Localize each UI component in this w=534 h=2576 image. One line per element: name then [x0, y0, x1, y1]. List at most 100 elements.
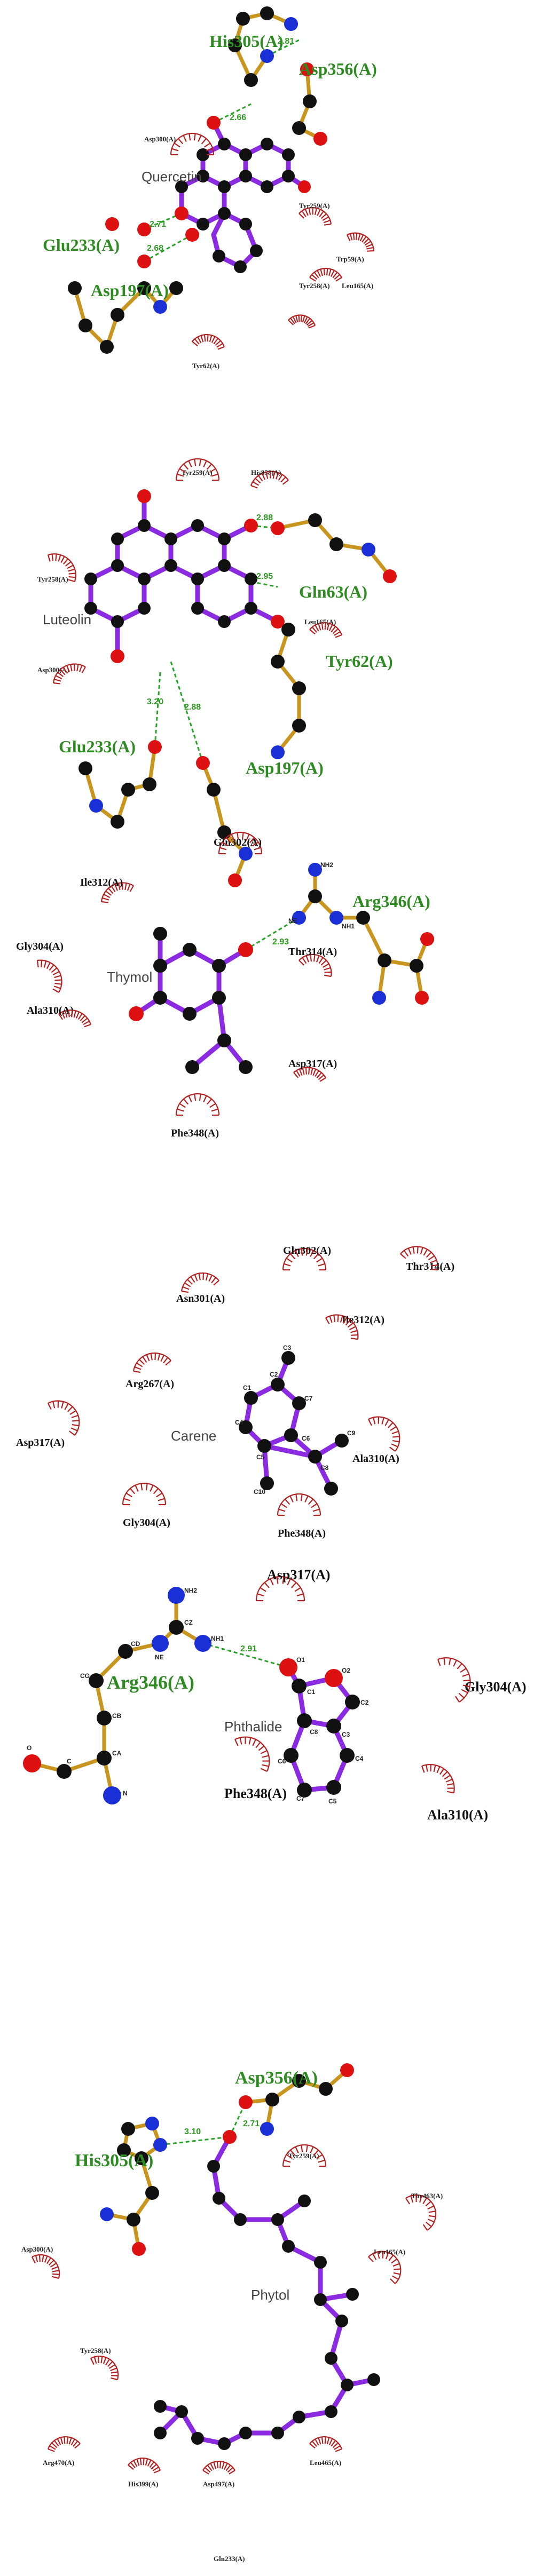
hydrophobic-spoke [52, 988, 59, 993]
residue-label: Tyr258(A) [80, 2347, 111, 2355]
residue-label: Arg346(A) [352, 892, 430, 911]
ligand-name: Quercetin [142, 169, 202, 185]
hydrophobic-spoke [461, 1689, 468, 1694]
hydrophobic-spoke [204, 142, 211, 148]
residue-label: Ala310(A) [352, 1453, 399, 1465]
atom [132, 2242, 146, 2256]
hydrophobic-arc [255, 1576, 305, 1601]
hydrophobic-spoke [334, 2445, 341, 2450]
atom [314, 2293, 327, 2306]
hydrophobic-arc [170, 132, 215, 155]
hydrophobic-spoke [419, 2195, 422, 2203]
atom [324, 1482, 338, 1496]
atom-label: C7 [304, 1395, 313, 1402]
hydrophobic-spoke [68, 573, 76, 575]
hydrophobic-spoke [202, 2470, 209, 2475]
hydrophobic-spoke [295, 2146, 299, 2153]
hydrophobic-spoke [288, 320, 294, 325]
atom [420, 932, 434, 946]
atom [137, 255, 151, 268]
hydrophobic-spoke [368, 2256, 374, 2263]
hydrophobic-spoke [320, 269, 323, 276]
ring [88, 562, 147, 625]
hydrophobic-spoke [123, 1498, 131, 1501]
atom [326, 1780, 341, 1795]
hydrophobic-spoke [248, 1737, 252, 1745]
hydrophobic-spoke [260, 1587, 266, 1592]
hydrophobic-spoke [57, 2438, 61, 2445]
hydrophobic-arc [309, 2436, 343, 2450]
panel-luteolin: Gln63(A) Tyr62(A) Glu233(A) Asp197(A) Lu… [37, 458, 397, 887]
hydrophobic-spoke [100, 2356, 103, 2364]
hydrophobic-spoke [200, 335, 204, 343]
hydrophobic-arc [37, 959, 62, 993]
atom [137, 222, 151, 236]
hydrophobic-spoke [317, 209, 321, 216]
hydrophobic-arc [368, 1416, 400, 1452]
hydrophobic-spoke [156, 1492, 163, 1498]
hydrophobic-spoke [205, 1273, 209, 1281]
hydrophobic-spoke [311, 626, 317, 633]
ring [158, 947, 222, 1017]
hydrophobic-arc [180, 1272, 219, 1292]
hydrophobic-spoke [384, 1419, 389, 1426]
atom [111, 615, 124, 628]
atom-label: C6 [302, 1435, 310, 1442]
hydrophobic-spoke [289, 2150, 296, 2156]
hydrophobic-spoke [389, 1446, 396, 1452]
atom [271, 655, 285, 669]
hydrophobic-spoke [209, 1103, 216, 1108]
atom [121, 2122, 135, 2136]
hydrophobic-spoke [52, 971, 60, 975]
hydrophobic-spoke [52, 2270, 59, 2272]
hydrophobic-spoke [54, 979, 62, 981]
atom [367, 2373, 380, 2386]
hydrophobic-arc [218, 831, 263, 854]
hydrophobic-spoke [125, 1492, 132, 1498]
hydrophobic-spoke [313, 955, 316, 962]
hydrophobic-spoke [258, 1745, 265, 1751]
hydrophobic-spoke [388, 2255, 394, 2261]
hydrophobic-contacts [170, 132, 375, 347]
atom [308, 1450, 322, 1464]
hydrophobic-spoke [291, 1582, 297, 1588]
hbond-distance: 2.91 [240, 1644, 257, 1653]
atom [362, 543, 375, 556]
hydrophobic-arc [128, 2458, 161, 2471]
atom [239, 1420, 253, 1434]
hydrophobic-spoke [67, 565, 74, 569]
bond [211, 788, 226, 834]
hydrogen-bond [154, 672, 161, 748]
hydrophobic-spoke [127, 884, 131, 891]
atoms [100, 2063, 380, 2450]
hydrophobic-spoke [60, 556, 65, 563]
atom [164, 559, 177, 572]
atom [191, 519, 204, 532]
hydrophobic-spoke [67, 1406, 73, 1412]
hydrophobic-spoke [47, 554, 51, 562]
atom [212, 991, 226, 1005]
hydrophobic-spoke [72, 1420, 80, 1422]
atom [97, 1711, 112, 1726]
hydrophobic-spoke [428, 1255, 435, 1261]
hydrophobic-spoke [147, 2460, 152, 2467]
hydrophobic-spoke [320, 213, 327, 219]
hydrophobic-spoke [42, 2255, 44, 2262]
hydrophobic-spoke [359, 234, 364, 242]
hydrophobic-spoke [305, 318, 311, 324]
hydrophobic-spoke [365, 243, 373, 248]
atom [111, 308, 124, 322]
atom [197, 218, 209, 230]
hydrophobic-spoke [66, 2437, 69, 2444]
hydrophobic-contacts [37, 831, 332, 1116]
hydrophobic-spoke [389, 2278, 396, 2284]
atom [292, 121, 306, 135]
hydrophobic-spoke [313, 1253, 319, 1260]
hydrophobic-spoke [315, 1070, 319, 1077]
hydrophobic-spoke [296, 1070, 301, 1077]
hydrophobic-spoke [239, 1737, 242, 1745]
hydrophobic-spoke [290, 317, 295, 324]
hydrophobic-arc [309, 622, 343, 635]
hydrophobic-spoke [139, 2458, 142, 2466]
atom [138, 519, 151, 532]
